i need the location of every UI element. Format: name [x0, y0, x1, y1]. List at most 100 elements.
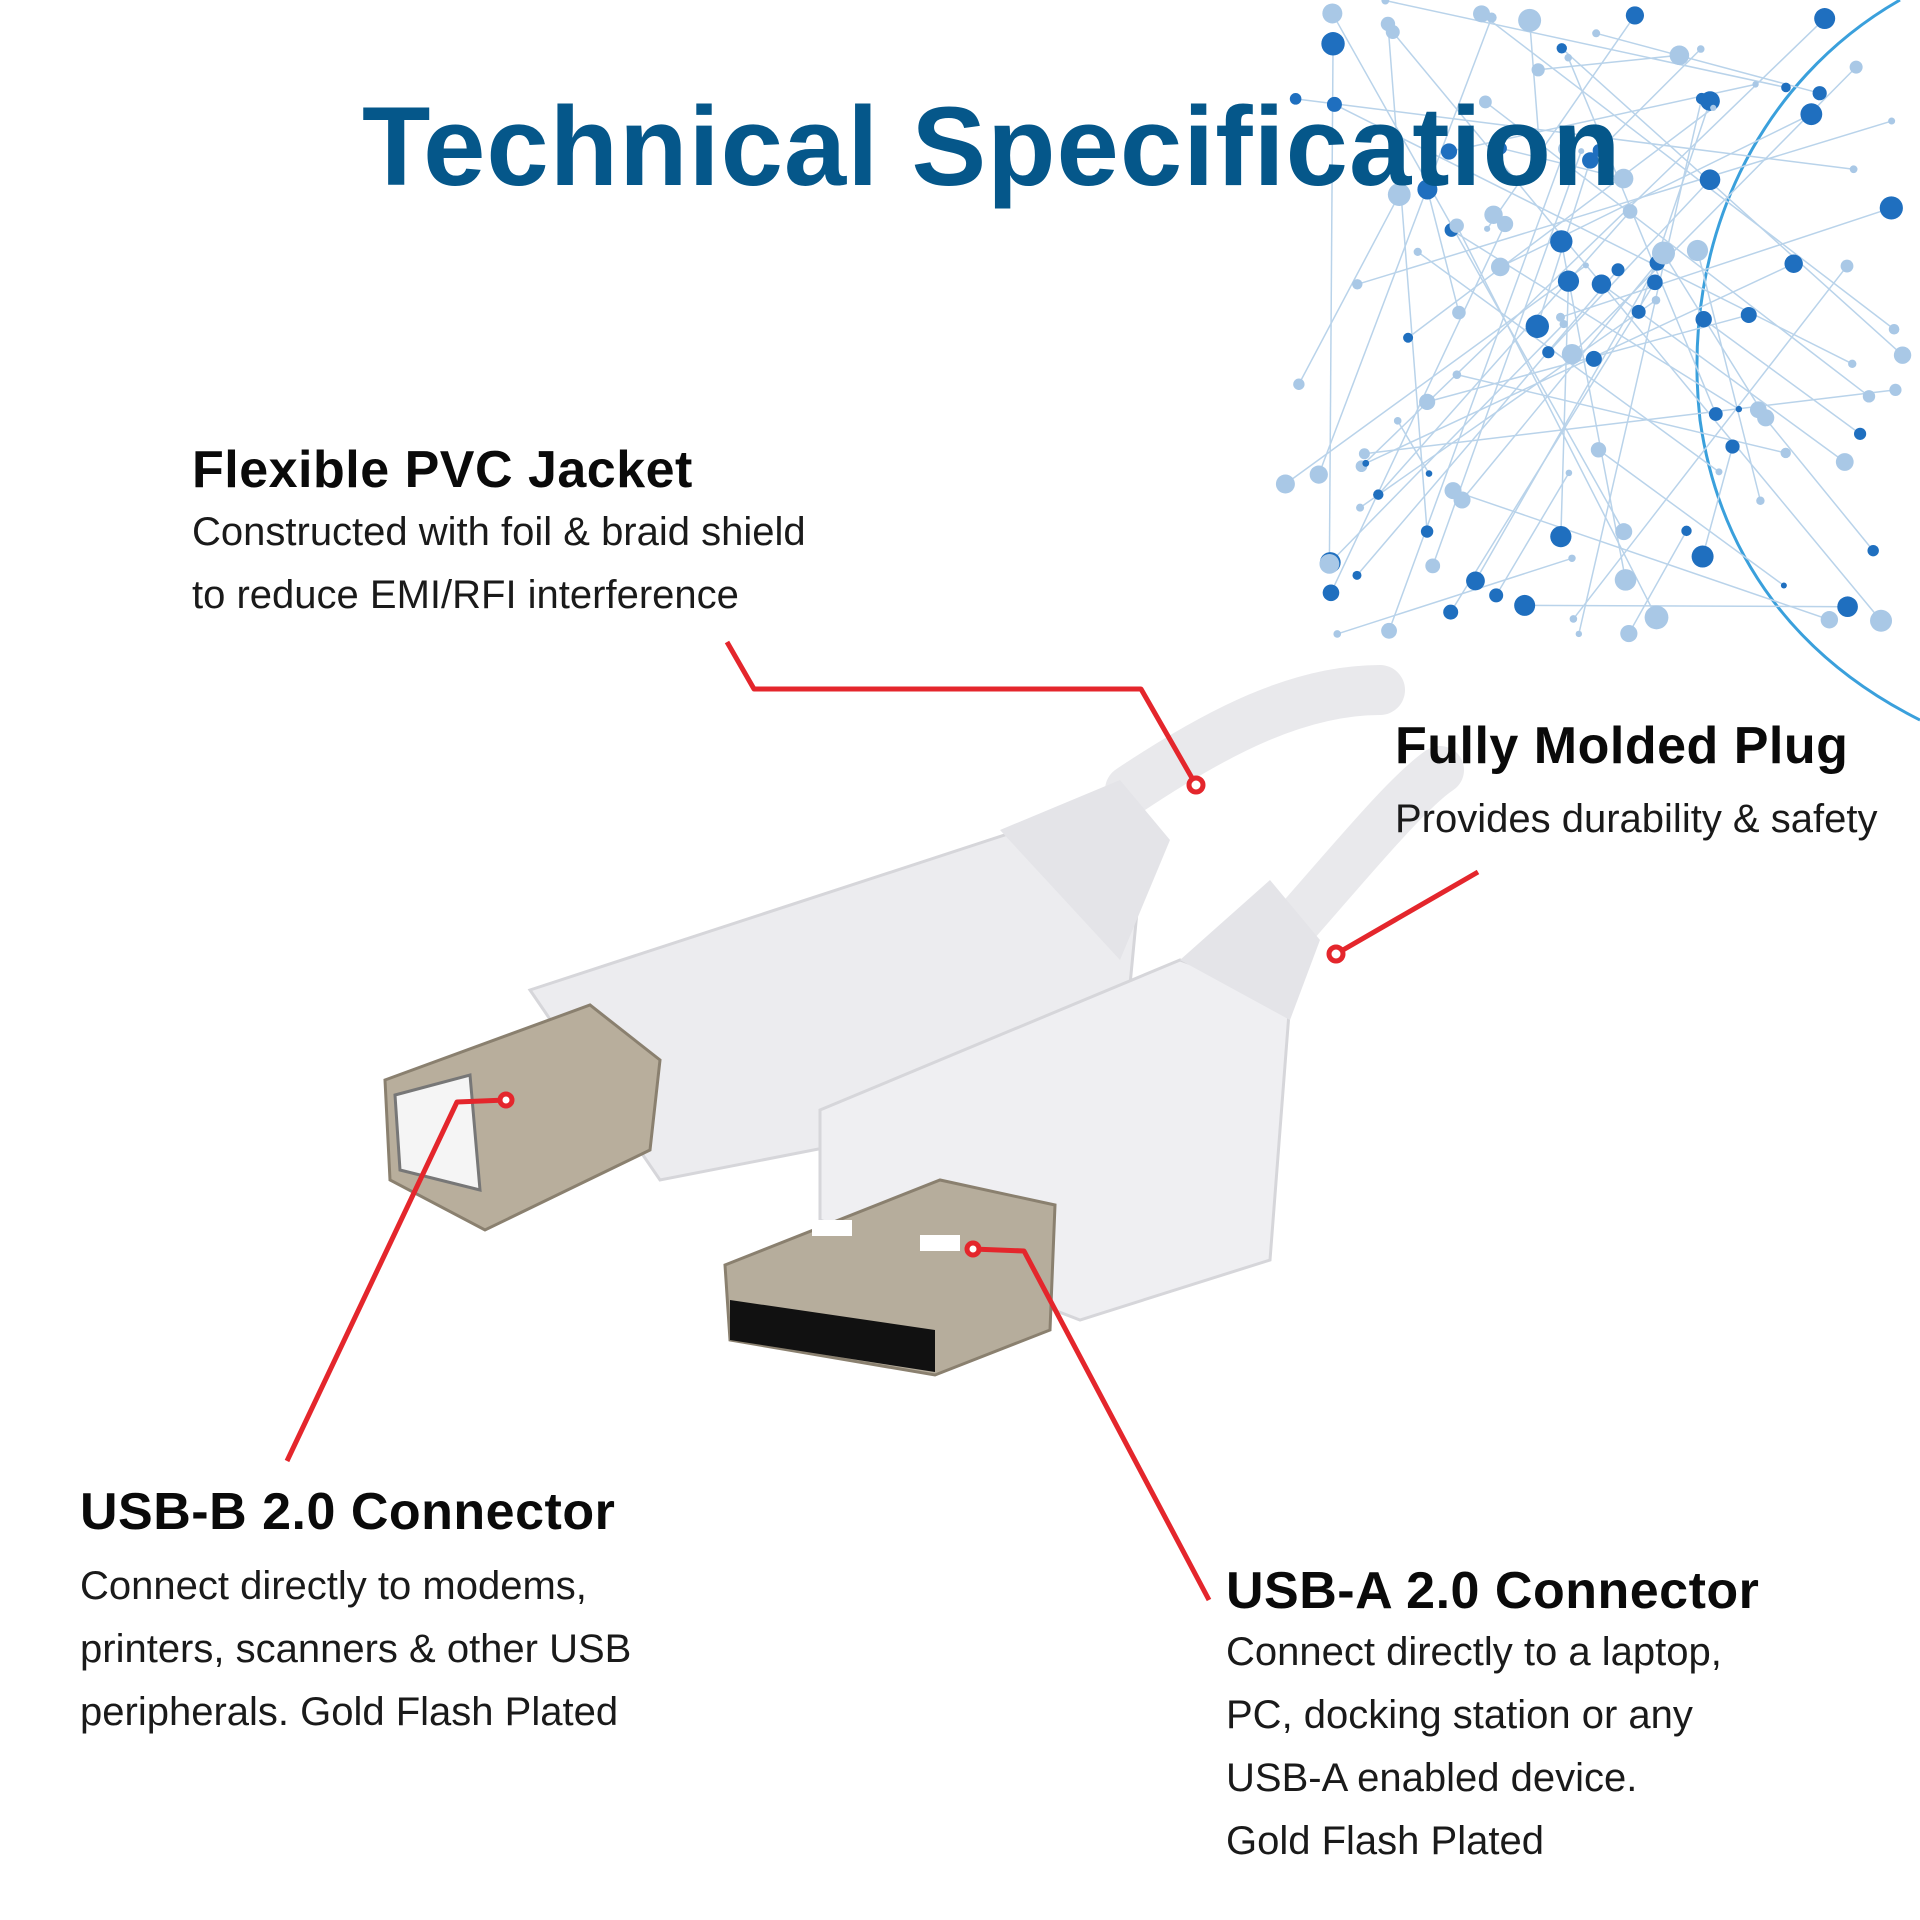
network-node: [1490, 257, 1510, 277]
network-link: [1365, 263, 1794, 465]
network-node: [1542, 346, 1555, 359]
network-link: [1461, 262, 1658, 501]
network-link: [1528, 20, 1540, 143]
network-node: [1784, 254, 1803, 273]
network-node: [1452, 370, 1462, 379]
network-node: [1752, 81, 1759, 88]
network-node: [1564, 53, 1573, 62]
network-node: [1452, 305, 1466, 320]
network-link: [1701, 446, 1734, 557]
network-node: [1749, 401, 1767, 419]
network-link: [1484, 101, 1870, 397]
network-node: [1695, 92, 1708, 105]
network-link: [1357, 120, 1892, 286]
network-link: [1561, 47, 1904, 356]
network-node: [1651, 241, 1675, 265]
feature-heading-usb-a: USB-A 2.0 Connector: [1226, 1562, 1760, 1620]
network-node: [1715, 468, 1723, 476]
network-node: [1699, 169, 1721, 191]
network-node: [1322, 3, 1343, 24]
network-link: [1495, 472, 1570, 596]
network-node: [1387, 183, 1411, 206]
network-link: [1567, 57, 1717, 415]
network-node: [1550, 230, 1573, 253]
network-node: [1352, 570, 1362, 580]
callout-dot: [964, 1240, 982, 1258]
network-node: [1417, 179, 1438, 200]
network-node: [1849, 165, 1858, 174]
network-node: [1781, 82, 1791, 93]
network-node: [1622, 204, 1638, 219]
network-node: [1591, 274, 1612, 294]
page-title: Technical Specification: [362, 84, 1622, 209]
network-node: [1558, 141, 1573, 157]
network-link: [1328, 43, 1334, 564]
network-node: [1556, 43, 1567, 54]
feature-heading-pvc-jacket: Flexible PVC Jacket: [192, 441, 693, 499]
network-link: [1628, 530, 1688, 634]
network-link: [1452, 489, 1830, 621]
network-node: [1735, 405, 1743, 413]
network-node: [1425, 558, 1441, 574]
network-node: [1569, 615, 1578, 623]
network-globe-graphic: [1275, 0, 1920, 722]
network-link: [1456, 225, 1658, 618]
network-link: [1298, 194, 1400, 385]
network-node: [1321, 32, 1345, 56]
network-node: [1582, 152, 1599, 169]
network-node: [1293, 378, 1305, 390]
network-node: [1420, 525, 1434, 538]
network-node: [1356, 503, 1365, 512]
network-link: [1547, 179, 1711, 353]
network-node: [1518, 8, 1542, 32]
network-node: [1381, 622, 1397, 639]
network-link: [1392, 31, 1882, 622]
network-node: [1443, 604, 1459, 620]
network-link: [1318, 17, 1493, 475]
network-node: [1419, 393, 1436, 410]
network-link: [1500, 147, 1624, 180]
network-node: [1780, 582, 1787, 589]
network-node: [1893, 346, 1912, 364]
network-link: [1481, 13, 1895, 330]
network-node: [1373, 489, 1384, 500]
network-node: [1691, 545, 1714, 568]
network-node: [1275, 474, 1295, 494]
network-node: [1440, 143, 1458, 160]
network-node: [1710, 104, 1717, 111]
callout-line-pvc-jacket: [724, 640, 1199, 787]
network-link: [1560, 207, 1892, 319]
network-node: [1489, 588, 1504, 603]
network-node: [1425, 470, 1433, 477]
network-node: [1686, 239, 1709, 262]
feature-desc-molded-plug: Provides durability & safety: [1395, 788, 1877, 851]
network-link: [1426, 189, 1460, 313]
feature-desc-pvc-jacket: Constructed with foil & braid shield to …: [192, 501, 806, 627]
network-node: [1631, 304, 1646, 319]
desc-line: Connect directly to a laptop,: [1226, 1630, 1722, 1674]
network-node: [1647, 274, 1663, 291]
network-node: [1531, 63, 1545, 77]
network-node: [1590, 442, 1607, 458]
network-node: [1879, 196, 1903, 220]
network-node: [1800, 103, 1823, 126]
network-node: [1403, 332, 1414, 343]
feature-desc-usb-a: Connect directly to a laptop, PC, dockin…: [1226, 1621, 1722, 1873]
network-node: [1478, 95, 1492, 109]
callout-dot: [1326, 944, 1346, 964]
network-node: [1557, 270, 1580, 292]
network-link: [1572, 265, 1848, 620]
network-node: [1862, 390, 1876, 403]
network-node: [1812, 86, 1827, 101]
network-node: [1615, 523, 1633, 541]
network-link: [1598, 449, 1785, 587]
callout-line-usb-a: [972, 1246, 1212, 1602]
feature-heading-molded-plug: Fully Molded Plug: [1395, 717, 1849, 775]
callout-dot: [1186, 775, 1206, 795]
network-node: [1848, 359, 1857, 368]
network-node: [1592, 144, 1606, 157]
network-node: [1644, 605, 1669, 630]
network-link: [1356, 269, 1619, 576]
network-link: [1360, 17, 1826, 467]
